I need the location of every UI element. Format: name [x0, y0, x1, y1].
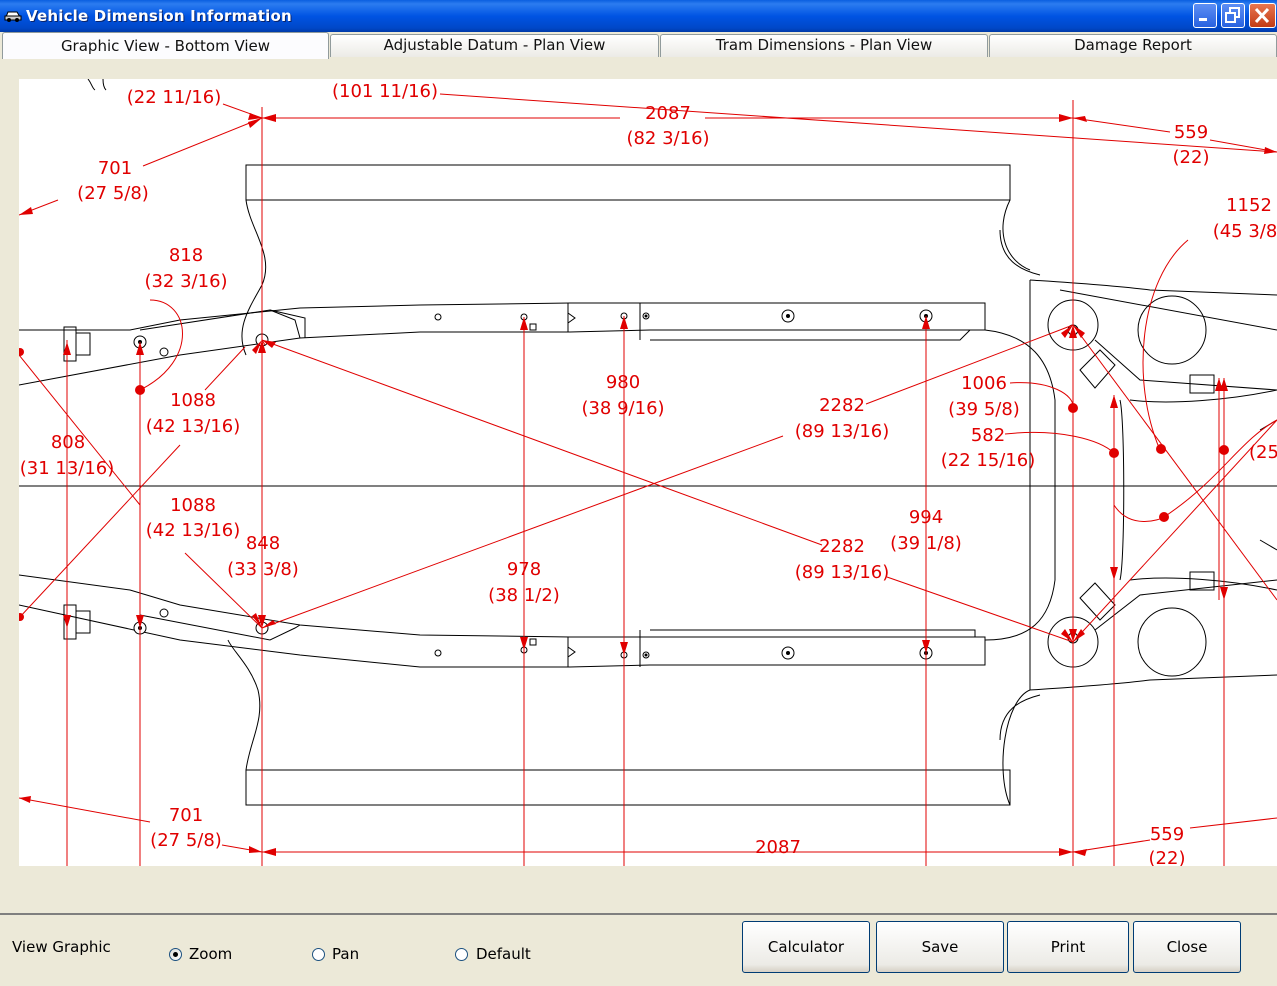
maximize-button[interactable] [1221, 3, 1245, 28]
dim-text: (33 3/8) [227, 559, 299, 580]
save-button[interactable]: Save [876, 921, 1004, 973]
dim-text: (32 3/16) [144, 271, 227, 292]
dim-text: 1006 [961, 373, 1007, 394]
view-graphic-label: View Graphic [12, 938, 111, 956]
close-button[interactable]: Close [1133, 921, 1241, 973]
dim-text: 559 [1150, 824, 1184, 845]
dim-text: 701 [169, 805, 203, 826]
dim-text: 1152 [1226, 195, 1272, 216]
dim-text: (39 5/8) [948, 399, 1020, 420]
dim-text: 1088 [170, 495, 216, 516]
dim-text: (22 15/16) [941, 450, 1036, 471]
dim-text: 2087 [645, 103, 691, 124]
bottom-toolbar: View Graphic Zoom Pan Default Calculator… [0, 913, 1277, 986]
vehicle-drawing[interactable]: (22 11/16) (101 11/16) 2087 (82 3/16) 55… [19, 79, 1277, 866]
dim-text: (38 1/2) [488, 585, 560, 606]
tab-graphic-view[interactable]: Graphic View - Bottom View [2, 32, 329, 59]
default-radio[interactable] [455, 948, 468, 961]
tab-damage-report[interactable]: Damage Report [989, 34, 1277, 57]
dim-text: (31 13/16) [20, 458, 115, 479]
dim-text: 2282 [819, 536, 865, 557]
dim-text: (42 13/16) [146, 416, 241, 437]
dim-text: 2282 [819, 395, 865, 416]
title-bar: Vehicle Dimension Information [0, 0, 1277, 32]
car-app-icon [4, 7, 22, 23]
print-button[interactable]: Print [1007, 921, 1129, 973]
dim-text: (25 [1249, 442, 1277, 463]
calculator-button[interactable]: Calculator [742, 921, 870, 973]
minimize-icon [1199, 18, 1207, 21]
dim-text: (101 11/16) [332, 81, 438, 102]
dim-text: 2087 [755, 837, 801, 858]
dim-text: 701 [98, 158, 132, 179]
dim-text: 818 [169, 245, 203, 266]
dim-text: 980 [606, 372, 640, 393]
dim-text: (22) [1173, 147, 1210, 168]
dim-text: (27 5/8) [77, 183, 149, 204]
dim-text: (89 13/16) [795, 562, 890, 583]
zoom-label[interactable]: Zoom [189, 945, 233, 963]
close-icon [1254, 7, 1270, 24]
dim-text: (42 13/16) [146, 520, 241, 541]
graphic-panel: (22 11/16) (101 11/16) 2087 (82 3/16) 55… [0, 57, 1277, 915]
dim-text: 1088 [170, 390, 216, 411]
dim-text: 978 [507, 559, 541, 580]
dim-text: 848 [246, 533, 280, 554]
dim-text: (22 11/16) [127, 87, 222, 108]
dim-text: (45 3/8 [1213, 221, 1277, 242]
dim-text: (82 3/16) [626, 128, 709, 149]
pan-label[interactable]: Pan [332, 945, 360, 963]
tab-adjustable-datum[interactable]: Adjustable Datum - Plan View [330, 34, 659, 57]
restore-icon [1225, 7, 1240, 23]
tab-tram-dimensions[interactable]: Tram Dimensions - Plan View [660, 34, 988, 57]
tab-strip: Graphic View - Bottom View Adjustable Da… [0, 32, 1277, 59]
bottom-view-diagram: (22 11/16) (101 11/16) 2087 (82 3/16) 55… [19, 79, 1277, 866]
dim-text: 582 [971, 425, 1005, 446]
dim-text: (27 5/8) [150, 830, 222, 851]
zoom-radio[interactable] [169, 948, 182, 961]
dim-text: 994 [909, 507, 943, 528]
window-title: Vehicle Dimension Information [26, 7, 292, 25]
pan-radio[interactable] [312, 948, 325, 961]
dim-text: (22) [1149, 848, 1186, 866]
dim-text: (39 1/8) [890, 533, 962, 554]
minimize-button[interactable] [1193, 3, 1217, 28]
dim-text: 808 [51, 432, 85, 453]
dim-text: (89 13/16) [795, 421, 890, 442]
dim-text: 559 [1174, 122, 1208, 143]
close-window-button[interactable] [1249, 3, 1276, 28]
dim-text: (38 9/16) [581, 398, 664, 419]
default-label[interactable]: Default [476, 945, 531, 963]
